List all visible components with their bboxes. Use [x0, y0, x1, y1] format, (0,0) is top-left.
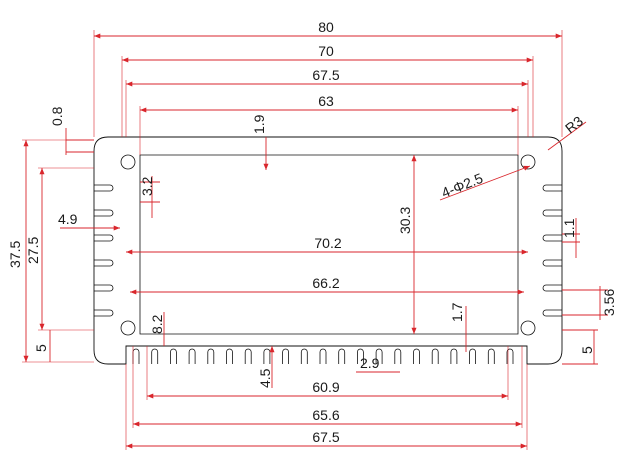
right-fin-slot [542, 309, 562, 317]
dim-slot-4-9: 4.9 [58, 211, 78, 227]
right-fin-slot [542, 234, 562, 242]
dimension-lines [22, 30, 608, 450]
dim-fin-depth-4-5: 4.5 [257, 368, 273, 388]
dim-radius: R3 [562, 113, 586, 137]
right-fin-slot [542, 284, 562, 292]
bottom-fin-slot [487, 348, 495, 364]
bottom-fin-slot [413, 348, 420, 364]
dim-width-67-5-bottom: 67.5 [312, 429, 339, 445]
left-fin-slot [94, 184, 114, 192]
bottom-fin-slot [357, 348, 364, 364]
bottom-fin-slot [207, 348, 215, 364]
dim-1-7: 1.7 [449, 302, 465, 322]
dim-fin-1-1: 1.1 [561, 218, 577, 238]
dim-width-67-5-top: 67.5 [312, 67, 339, 83]
dim-left-5: 5 [33, 344, 49, 352]
dim-inner-width-66-2: 66.2 [312, 275, 339, 291]
bottom-fin-slot [506, 348, 514, 364]
bottom-fin-slot [338, 348, 346, 364]
right-fin-slot [542, 209, 562, 217]
dim-width-63: 63 [318, 93, 334, 109]
right-fins [542, 184, 562, 317]
dim-wall-1-9: 1.9 [251, 114, 267, 134]
bottom-fin-slot [394, 348, 402, 364]
left-fin-slot [94, 284, 114, 292]
dim-width-60-9: 60.9 [312, 379, 339, 395]
dim-height-27-5: 27.5 [25, 237, 41, 264]
left-fin-slot [94, 234, 114, 242]
bottom-fin-slot [300, 348, 308, 364]
bottom-fin-slot [151, 348, 159, 364]
dim-inner-width-70-2: 70.2 [314, 235, 341, 251]
bottom-fin-slot [282, 348, 289, 364]
dim-wall-0-8: 0.8 [49, 106, 65, 126]
right-fin-slot [542, 184, 562, 192]
left-fin-slot [94, 259, 114, 267]
dim-slot-3-2: 3.2 [139, 176, 155, 196]
bottom-fin-slot [431, 348, 439, 364]
bottom-fin-slot [450, 348, 458, 364]
dim-8-2: 8.2 [149, 314, 165, 334]
dim-width-65-6: 65.6 [312, 407, 339, 423]
bottom-fin-slot [170, 348, 177, 364]
left-fin-slot [94, 309, 114, 317]
bottom-fin-slot [263, 348, 271, 364]
bottom-fin-slot [469, 348, 476, 364]
bottom-fins [132, 348, 514, 364]
right-fin-slot [542, 259, 562, 267]
dim-inner-height-30-3: 30.3 [397, 207, 413, 234]
left-fin-slot [94, 209, 114, 217]
bottom-fin-slot [132, 348, 140, 364]
dim-right-5: 5 [579, 346, 595, 354]
dim-pitch-3-56: 3.56 [601, 289, 617, 316]
dim-overall-width: 80 [318, 19, 334, 35]
bottom-fin-slot [226, 348, 233, 364]
bottom-fin-slot [319, 348, 327, 364]
bottom-fin-slot [244, 348, 252, 364]
bottom-fin-slot [375, 348, 383, 364]
left-fins [94, 184, 114, 317]
dim-fin-2-9: 2.9 [360, 355, 380, 371]
dim-height-37-5: 37.5 [7, 241, 23, 268]
bottom-fin-slot [188, 348, 196, 364]
dim-width-70: 70 [318, 43, 334, 59]
